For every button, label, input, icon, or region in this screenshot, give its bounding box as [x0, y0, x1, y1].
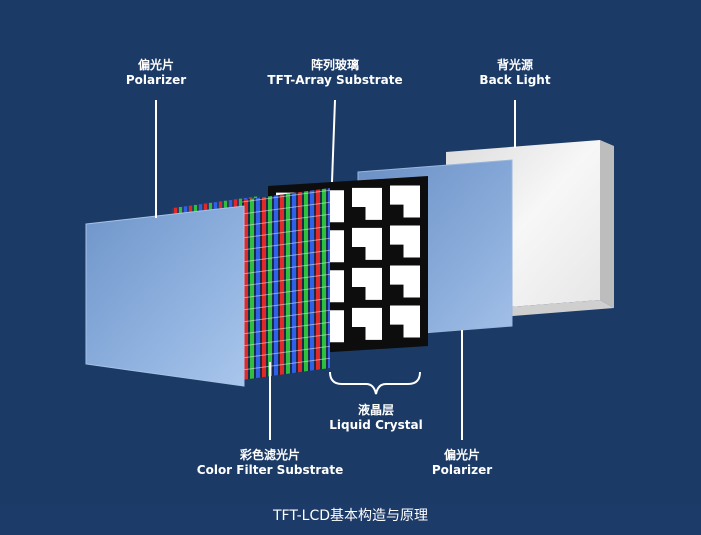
tft-pixel-cell [390, 225, 420, 258]
figure-caption: TFT-LCD基本构造与原理 [272, 508, 429, 524]
color-filter-stripe [322, 188, 326, 380]
tft-pixel-cell [352, 187, 382, 220]
leader-tft-array [331, 99, 336, 183]
label-liquid-crystal-zh: 液晶层 [357, 403, 395, 417]
color-filter-stripe [286, 188, 290, 380]
color-filter-edge-stripe [209, 202, 212, 212]
label-backlight: 背光源 Back Light [479, 58, 550, 88]
color-filter-stripe [262, 188, 266, 380]
label-polarizer-back-zh: 偏光片 [443, 448, 481, 462]
color-filter-stripe [244, 188, 248, 380]
color-filter-stripe [310, 188, 314, 380]
leader-lines [155, 99, 516, 440]
tft-pixel-cell [390, 265, 420, 298]
color-filter-edge-stripe [179, 207, 182, 217]
label-polarizer-back-en: Polarizer [431, 463, 493, 477]
label-backlight-zh: 背光源 [496, 58, 533, 72]
label-polarizer-front: 偏光片 Polarizer [126, 58, 186, 88]
color-filter-stripe [274, 188, 278, 380]
color-filter-edge-stripe [234, 199, 237, 209]
tft-pixel-cell [352, 307, 382, 340]
label-tft-array-zh: 阵列玻璃 [310, 58, 359, 72]
color-filter-stripe [316, 188, 320, 380]
label-color-filter-en: Color Filter Substrate [196, 463, 344, 477]
label-polarizer-front-zh: 偏光片 [137, 58, 175, 72]
color-filter-edge-stripe [189, 205, 192, 215]
label-liquid-crystal-en: Liquid Crystal [329, 418, 423, 432]
color-filter-edge-stripe [199, 204, 202, 214]
tft-pixel-cell [352, 227, 382, 260]
tft-pixel-cell [352, 267, 382, 300]
color-filter-stripe [328, 188, 330, 380]
color-filter-stripe [268, 188, 272, 380]
polarizer-front [85, 205, 245, 387]
color-filter-edge-stripe [214, 202, 217, 212]
caption-band [0, 504, 701, 535]
label-polarizer-back: 偏光片 Polarizer [432, 448, 492, 478]
label-tft-array-en: TFT-Array Substrate [267, 73, 403, 87]
tft-pixel-cell [390, 305, 420, 338]
color-filter-edge-stripe [224, 200, 227, 210]
color-filter-edge-stripe [174, 207, 177, 217]
color-filter-substrate [172, 188, 330, 380]
color-filter-edge-stripe [229, 200, 232, 210]
color-filter-edge-stripe [219, 201, 222, 211]
color-filter-edge-stripe [239, 198, 242, 208]
color-filter-edge-stripe [204, 203, 207, 213]
color-filter-edge-stripe [194, 204, 197, 214]
liquid-crystal-bracket [329, 371, 421, 395]
label-color-filter: 彩色滤光片 Color Filter Substrate [197, 448, 343, 478]
label-tft-array: 阵列玻璃 TFT-Array Substrate [267, 58, 402, 88]
label-liquid-crystal: 液晶层 Liquid Crystal [329, 403, 422, 433]
color-filter-stripe [304, 188, 308, 380]
color-filter-stripe [292, 188, 296, 380]
color-filter-stripe [250, 188, 254, 380]
label-polarizer-front-en: Polarizer [125, 73, 187, 87]
label-color-filter-zh: 彩色滤光片 [239, 448, 301, 462]
tft-pixel-cell [390, 185, 420, 218]
color-filter-stripe [298, 188, 302, 380]
color-filter-stripe [280, 188, 284, 380]
color-filter-edge-stripe [184, 206, 187, 216]
label-backlight-en: Back Light [479, 73, 551, 87]
